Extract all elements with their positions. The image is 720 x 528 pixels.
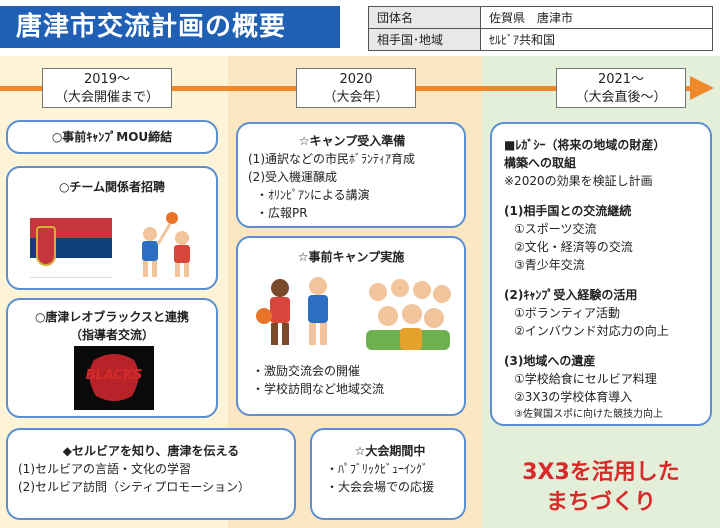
list-item: (2)セルビア訪問（シティプロモーション） (18, 480, 251, 494)
list-item: ・激励交流会の開催 (252, 364, 361, 378)
slogan-line: まちづくり (545, 490, 656, 515)
list-item: ②インバウンド対応力の向上 (514, 324, 669, 338)
legacy-box: ■ﾚｶﾞｼｰ（将来の地域の財産） 構築への取組 ※2020の効果を検証し計画 (… (490, 122, 712, 426)
phase-sub: （大会年） (323, 90, 389, 105)
games-period-box: ☆大会期間中 ・ﾊﾟﾌﾞﾘｯｸﾋﾞｭｰｲﾝｸﾞ ・大会会場での応援 (310, 428, 466, 520)
info-value: 佐賀県 唐津市 (480, 6, 713, 29)
camp-prep-box: ☆キャンプ受入準備 (1)通訳などの市民ﾎﾞﾗﾝﾃｨｱ育成 (2)受入機運醸成 … (236, 122, 466, 228)
list-item: ①ボランティア活動 (514, 306, 621, 320)
slogan-line: 3X3を活用した (522, 460, 680, 485)
info-value: ｾﾙﾋﾞｱ共和国 (480, 28, 713, 51)
pre-camp-title: ☆事前キャンプ実施 (297, 250, 405, 264)
phase-year: 2020 (339, 72, 373, 87)
games-title: ☆大会期間中 (354, 444, 426, 458)
team-title: ○チーム関係者招聘 (58, 180, 166, 194)
team-box: ○チーム関係者招聘 (6, 166, 218, 290)
legacy-group: (3)地域への遺産 ①学校給食にセルビア料理 ②3X3の学校体育導入 ③佐賀国ス… (504, 352, 700, 424)
legacy-note: ※2020の効果を検証し計画 (504, 174, 653, 188)
legacy-head-2: 構築への取組 (504, 156, 577, 170)
leo-subtitle: （指導者交流） (69, 328, 154, 342)
basketball-players-icon (256, 277, 328, 345)
leo-title: ○唐津レオブラックスと連携 (34, 310, 190, 324)
camp-title: ☆キャンプ受入準備 (298, 134, 406, 148)
list-item: ③青少年交流 (514, 258, 585, 272)
legacy-group: (1)相手国との交流継続 ①スポーツ交流 ②文化・経済等の交流 ③青少年交流 (504, 202, 700, 274)
info-label: 団体名 (368, 6, 481, 29)
mou-box: ○事前ｷｬﾝﾌﾟMOU締結 (6, 120, 218, 154)
list-item: ②3X3の学校体育導入 (514, 390, 633, 404)
lion-icon (89, 354, 139, 401)
legacy-group-title: (2)ｷｬﾝﾌﾟ受入経験の活用 (504, 288, 638, 302)
crowd-icon (366, 279, 451, 350)
timeline-arrow-head (690, 76, 714, 100)
serbia-culture-box: ◆セルビアを知り、唐津を伝える (1)セルビアの言語・文化の学習 (2)セルビア… (6, 428, 296, 520)
page-title: 唐津市交流計画の概要 (0, 6, 340, 48)
list-item: (1)セルビアの言語・文化の学習 (18, 462, 191, 476)
phase-sub: （大会開催まで） (54, 90, 159, 105)
list-item: ・学校訪問など地域交流 (252, 382, 385, 396)
legacy-group: (2)ｷｬﾝﾌﾟ受入経験の活用 ①ボランティア活動 ②インバウンド対応力の向上 (504, 286, 700, 340)
legacy-group-title: (1)相手国との交流継続 (504, 204, 632, 218)
info-row: 団体名 佐賀県 唐津市 (368, 6, 713, 29)
list-item: ②文化・経済等の交流 (514, 240, 633, 254)
phase-year: 2021～ (597, 72, 645, 87)
legacy-group-title: (3)地域への遺産 (504, 354, 596, 368)
legacy-head: ■ﾚｶﾞｼｰ（将来の地域の財産） (504, 138, 666, 152)
list-item: ③佐賀国スポに向けた競技力向上 (514, 409, 663, 420)
list-item: ・ﾊﾟﾌﾞﾘｯｸﾋﾞｭｰｲﾝｸﾞ (326, 462, 429, 476)
list-item: ①学校給食にセルビア料理 (514, 372, 657, 386)
info-label: 相手国･地域 (368, 28, 481, 51)
list-item: ・広報PR (256, 206, 308, 220)
phase-2021: 2021～ （大会直後～） (556, 68, 686, 108)
phase-year: 2019～ (83, 72, 131, 87)
header: 唐津市交流計画の概要 団体名 佐賀県 唐津市 相手国･地域 ｾﾙﾋﾞｱ共和国 (0, 0, 720, 52)
mou-title: ○事前ｷｬﾝﾌﾟMOU締結 (51, 130, 173, 144)
pre-camp-box: ☆事前キャンプ実施 ・激励交流会の開催 ・学校訪問など地域交流 (236, 236, 466, 416)
slogan: 3X3を活用した まちづくり (490, 458, 712, 518)
basketball-kids-icon (142, 212, 190, 277)
info-row: 相手国･地域 ｾﾙﾋﾞｱ共和国 (368, 28, 713, 51)
phase-2019: 2019～ （大会開催まで） (42, 68, 172, 108)
leo-blacks-logo: BLACKS (74, 346, 154, 410)
info-table: 団体名 佐賀県 唐津市 相手国･地域 ｾﾙﾋﾞｱ共和国 (368, 6, 713, 51)
list-item: ・ｵﾘﾝﾋﾟｱﾝによる講演 (256, 188, 370, 202)
leo-blacks-box: ○唐津レオブラックスと連携 （指導者交流） BLACKS (6, 298, 218, 418)
list-item: (1)通訳などの市民ﾎﾞﾗﾝﾃｨｱ育成 (248, 152, 415, 166)
list-item: ・大会会場での応援 (326, 480, 435, 494)
list-item: (2)受入機運醸成 (248, 170, 337, 184)
serbia-title: ◆セルビアを知り、唐津を伝える (62, 444, 240, 458)
phase-2020: 2020 （大会年） (296, 68, 416, 108)
phase-sub: （大会直後～） (575, 90, 667, 105)
serbia-flag-icon (30, 218, 112, 278)
logo-text: BLACKS (85, 368, 143, 383)
list-item: ①スポーツ交流 (514, 222, 597, 236)
